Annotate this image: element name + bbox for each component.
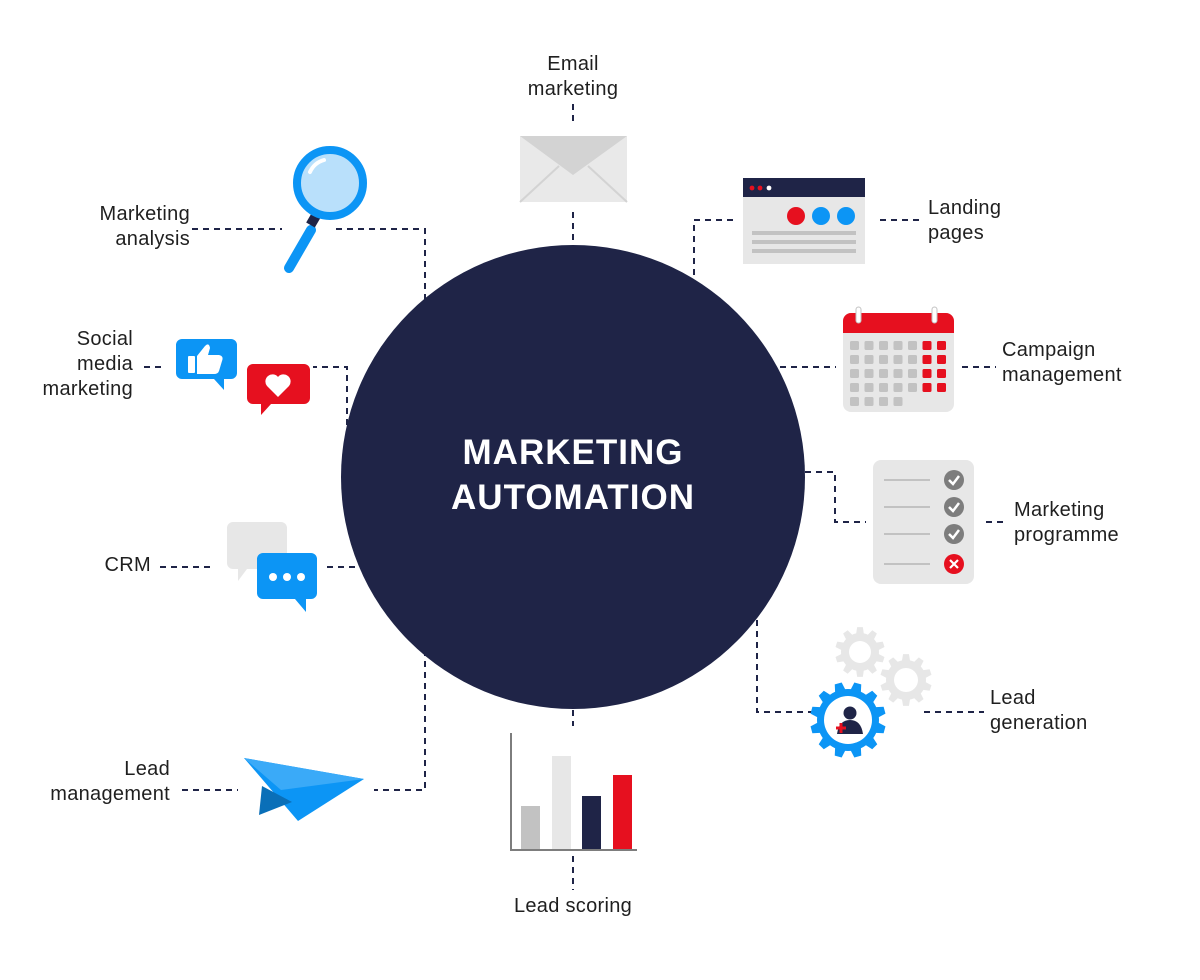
envelope-icon — [519, 136, 628, 203]
calendar-cell — [937, 355, 946, 364]
connector-programme — [805, 471, 1008, 523]
calendar-cell — [850, 341, 859, 350]
calendar-cell — [850, 383, 859, 392]
chat-bubbles-icon — [227, 522, 317, 612]
label-crm: CRM — [104, 554, 151, 576]
calendar-cell — [850, 355, 859, 364]
calendar-cell — [879, 383, 888, 392]
calendar-cell — [893, 369, 903, 378]
calendar-cell — [879, 369, 888, 378]
calendar-cell — [893, 397, 903, 406]
label-campaign-management: Campaign management — [1002, 339, 1122, 386]
calendar-cell — [908, 369, 917, 378]
gear-hole — [849, 641, 871, 663]
like-heart-bubbles-icon — [176, 339, 310, 415]
calendar-cell — [922, 341, 932, 350]
calendar-cell — [864, 341, 874, 350]
label-lead-scoring: Lead scoring — [513, 895, 633, 917]
center-title-line2: AUTOMATION — [451, 478, 695, 517]
connector-social — [144, 366, 348, 425]
checklist-icon — [873, 460, 974, 584]
calendar-cell — [864, 397, 874, 406]
label-lead-management: Lead management — [50, 758, 170, 805]
connector-analysis — [192, 228, 426, 300]
calendar-cell — [908, 355, 917, 364]
calendar-cell — [893, 383, 903, 392]
label-social-media-marketing: Social media marketing — [42, 328, 133, 400]
calendar-cell — [922, 383, 932, 392]
connector-landing — [693, 219, 922, 275]
label-email-marketing: Email marketing — [527, 53, 619, 100]
calendar-cell — [879, 397, 888, 406]
calendar-cell — [937, 383, 946, 392]
gear-person-icon — [810, 627, 932, 758]
label-marketing-programme: Marketing programme — [1014, 499, 1119, 546]
calendar-cell — [864, 383, 874, 392]
calendar-cell — [893, 341, 903, 350]
calendar-cell — [864, 369, 874, 378]
label-lead-generation: Lead generation — [990, 687, 1088, 734]
calendar-cell — [850, 369, 859, 378]
paper-plane-icon — [244, 758, 364, 821]
magnifier-icon — [284, 146, 367, 273]
center-title-line1: MARKETING — [462, 433, 684, 472]
calendar-cell — [937, 369, 946, 378]
browser-window-icon — [743, 178, 865, 264]
calendar-cell — [922, 369, 932, 378]
calendar-cell — [893, 355, 903, 364]
calendar-cell — [908, 383, 917, 392]
calendar-cell — [922, 355, 932, 364]
connector-lines — [144, 104, 1008, 890]
calendar-cell — [864, 355, 874, 364]
label-landing-pages: Landing pages — [928, 197, 1002, 244]
bar-chart-icon — [510, 733, 637, 851]
calendar-cell — [879, 355, 888, 364]
calendar-cell — [908, 341, 917, 350]
label-marketing-analysis: Marketing analysis — [99, 203, 190, 250]
calendar-icon — [843, 306, 954, 412]
connector-management — [182, 650, 426, 791]
gear-hole — [894, 668, 918, 692]
calendar-cell — [879, 341, 888, 350]
calendar-cell — [850, 397, 859, 406]
center-circle — [341, 245, 805, 709]
center-title: MARKETING AUTOMATION — [400, 430, 746, 520]
calendar-cell — [937, 341, 946, 350]
connector-generation — [756, 620, 984, 713]
